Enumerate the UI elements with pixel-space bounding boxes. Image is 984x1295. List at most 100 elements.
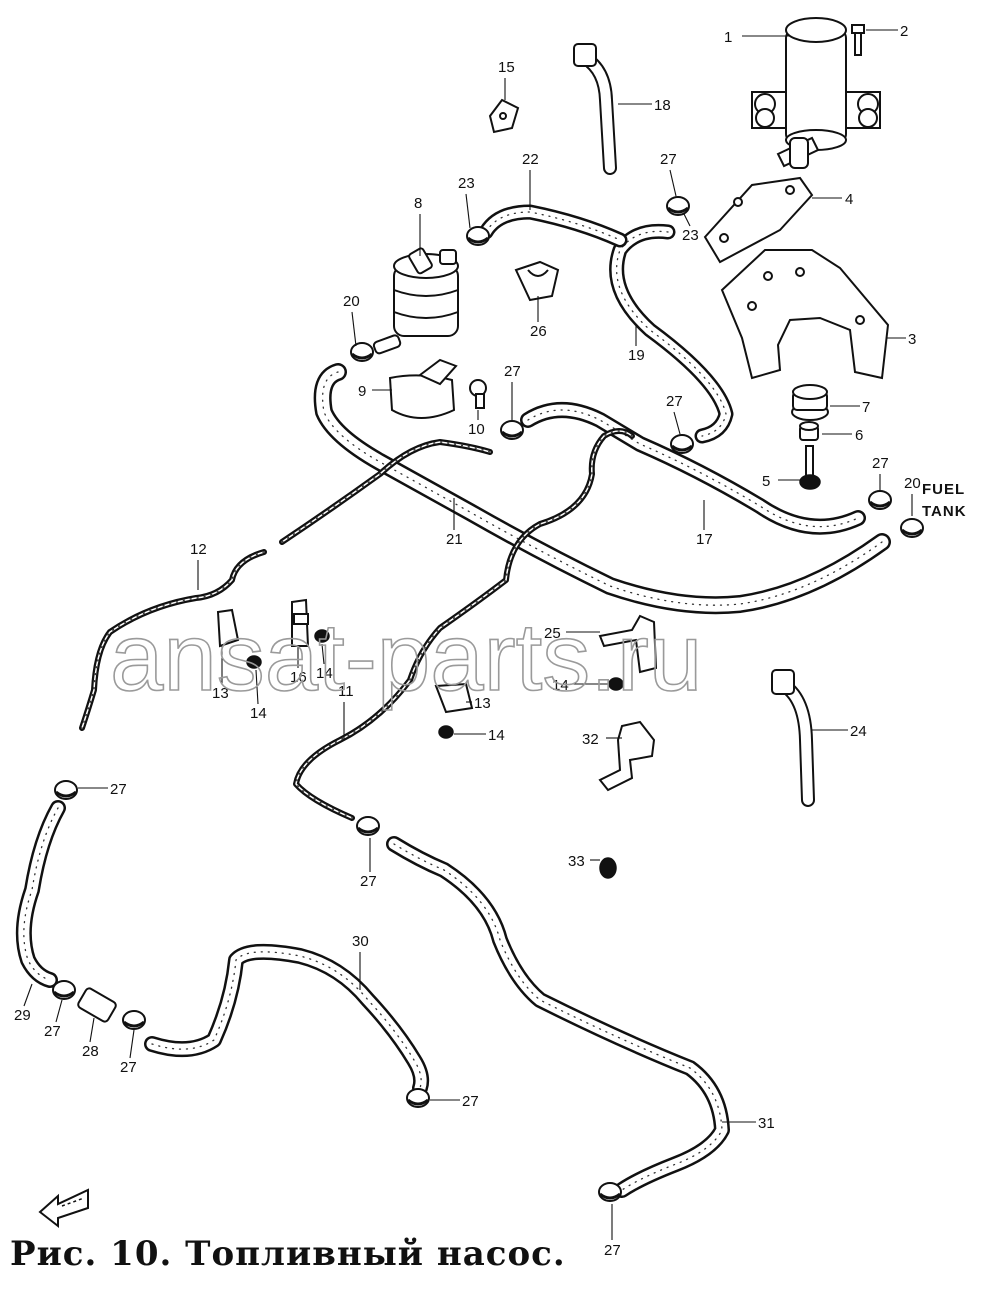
hose-clamp-13-left <box>216 608 240 648</box>
callout-14: 14 <box>488 727 505 744</box>
hose-clamp-ring <box>350 342 374 362</box>
callout-23: 23 <box>458 175 475 192</box>
pipe-bracket-32 <box>598 720 656 792</box>
callout-13: 13 <box>212 685 229 702</box>
fuel-pump <box>751 17 881 169</box>
leader-27 <box>673 411 681 435</box>
hose-22 <box>478 204 628 248</box>
leader-14 <box>255 669 259 705</box>
mount-bolt <box>799 445 821 490</box>
hose-clamp-ring <box>52 980 76 1000</box>
hose-clamp-ring <box>122 1010 146 1030</box>
hose-clamp-ring <box>406 1088 430 1108</box>
leader-29 <box>23 983 33 1007</box>
callout-27: 27 <box>44 1023 61 1040</box>
hose-29 <box>15 800 66 988</box>
callout-26: 26 <box>530 323 547 340</box>
callout-14: 14 <box>250 705 267 722</box>
leader-23 <box>683 213 691 227</box>
callout-29: 29 <box>14 1007 31 1024</box>
hoses <box>15 204 891 1198</box>
callout-9: 9 <box>358 383 366 400</box>
fuel-filter <box>372 247 459 355</box>
pipe-21-steel <box>279 439 493 545</box>
wiring-harness-18 <box>573 43 617 175</box>
leader-28 <box>89 1017 95 1043</box>
callout-12: 12 <box>190 541 207 558</box>
hose-17 <box>520 402 866 535</box>
hose-clamp-ring <box>54 780 78 800</box>
callout-23: 23 <box>682 227 699 244</box>
pump-bracket-small <box>703 176 814 264</box>
front-direction-arrow-icon <box>38 1188 89 1229</box>
leader-27 <box>129 1029 135 1059</box>
callout-19: 19 <box>628 347 645 364</box>
callout-6: 6 <box>855 427 863 444</box>
figure-caption: Рис. 10. Топливный насос. <box>10 1234 566 1274</box>
callout-7: 7 <box>862 399 870 416</box>
callout-2: 2 <box>900 23 908 40</box>
callout-20: 20 <box>343 293 360 310</box>
callout-8: 8 <box>414 195 422 212</box>
hose-clamp-13-mid <box>434 682 474 714</box>
callout-15: 15 <box>498 59 515 76</box>
wiring-harness-24 <box>771 669 815 807</box>
pipe-12-steel <box>79 549 267 731</box>
callout-10: 10 <box>468 421 485 438</box>
callout-27: 27 <box>360 873 377 890</box>
callout-18: 18 <box>654 97 671 114</box>
inline-filter-28 <box>77 987 117 1023</box>
callout-27: 27 <box>604 1242 621 1259</box>
hose-clamp-ring <box>598 1182 622 1202</box>
fuel-tank-label-line1: FUEL <box>922 481 965 498</box>
screw-14-b <box>314 629 330 643</box>
hose-31 <box>386 836 730 1198</box>
hose-clamp-16 <box>291 598 310 647</box>
screw-14-a <box>246 655 262 669</box>
pump-bolt <box>851 24 865 56</box>
hose-clamp-26 <box>514 260 560 302</box>
callout-33: 33 <box>568 853 585 870</box>
hose-clamps <box>52 196 924 1202</box>
callout-30: 30 <box>352 933 369 950</box>
leader-23 <box>465 193 471 229</box>
watermark: ansat-parts.ru <box>110 604 702 711</box>
filter-bracket <box>388 358 458 419</box>
callout-16: 16 <box>290 669 307 686</box>
screw-14-c <box>438 725 454 739</box>
hose-clamp-ring <box>666 196 690 216</box>
fuel-tank-label-line2: TANK <box>922 503 967 520</box>
callout-25: 25 <box>544 625 561 642</box>
callout-27: 27 <box>660 151 677 168</box>
leader-lines <box>23 29 913 1240</box>
callout-13: 13 <box>474 695 491 712</box>
hose-clamp-ring <box>868 490 892 510</box>
hose-clamp-ring <box>356 816 380 836</box>
callout-5: 5 <box>762 473 770 490</box>
callout-4: 4 <box>845 191 853 208</box>
callout-31: 31 <box>758 1115 775 1132</box>
callout-27: 27 <box>120 1059 137 1076</box>
callout-27: 27 <box>110 781 127 798</box>
grommet <box>791 384 829 421</box>
callout-3: 3 <box>908 331 916 348</box>
leader-14 <box>321 643 325 665</box>
hose-30 <box>144 943 430 1096</box>
callout-21: 21 <box>446 531 463 548</box>
hose-clamp-ring <box>500 420 524 440</box>
callout-27: 27 <box>666 393 683 410</box>
hose-clamp-ring <box>900 518 924 538</box>
callout-32: 32 <box>582 731 599 748</box>
hose-clip-15 <box>488 98 520 134</box>
screw-33 <box>599 857 617 879</box>
collar <box>799 421 819 441</box>
callout-14: 14 <box>552 677 569 694</box>
hose-clamp-ring <box>466 226 490 246</box>
callout-22: 22 <box>522 151 539 168</box>
leader-27 <box>669 169 677 197</box>
pipe-bracket-25 <box>598 614 658 674</box>
callout-27: 27 <box>872 455 889 472</box>
callout-14: 14 <box>316 665 333 682</box>
